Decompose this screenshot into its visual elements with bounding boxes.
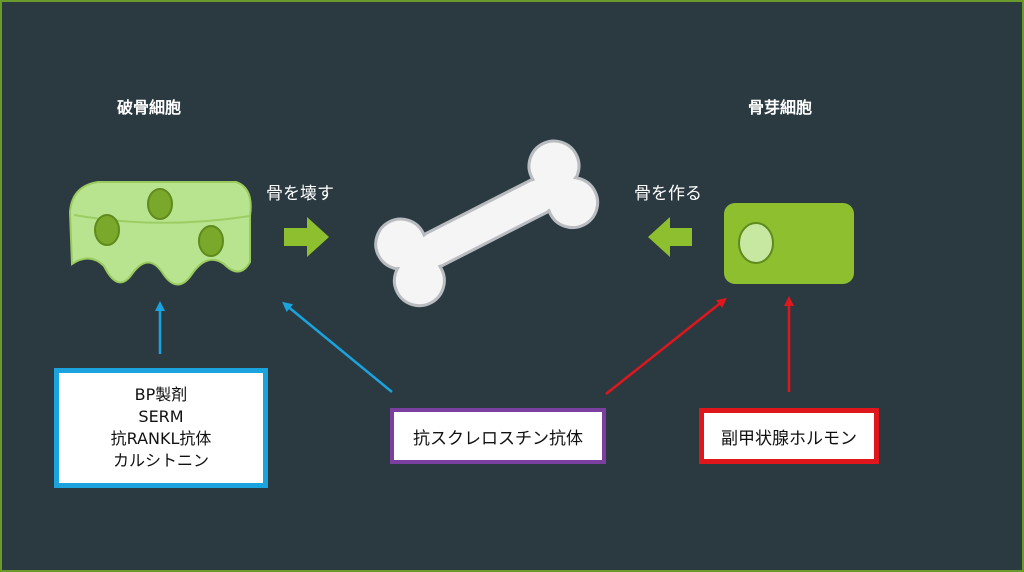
- anti-sclerostin-label: 抗スクレロスチン抗体: [413, 428, 583, 449]
- osteoclast-cell: [68, 181, 252, 286]
- drug-bp: BP製剤: [134, 385, 188, 404]
- osteoclast-nucleus: [198, 225, 224, 257]
- drug-anti-rankl: 抗RANKL抗体: [110, 429, 212, 448]
- break-arrow: [284, 217, 329, 257]
- make-arrow: [648, 217, 692, 257]
- make-bone-label: 骨を作る: [634, 184, 702, 204]
- pth-box: 副甲状腺ホルモン: [699, 408, 879, 464]
- inhibitor-drugs-box: BP製剤 SERM 抗RANKL抗体 カルシトニン: [54, 368, 268, 488]
- sclerostin-to-osteoclast-arrow: [282, 301, 393, 393]
- osteoblast-nucleus: [738, 222, 774, 264]
- break-bone-label: 骨を壊す: [266, 184, 334, 204]
- drug-calcitonin: カルシトニン: [112, 451, 209, 470]
- pth-label: 副甲状腺ホルモン: [721, 428, 857, 449]
- drug-serm: SERM: [138, 407, 184, 426]
- anti-sclerostin-box: 抗スクレロスチン抗体: [390, 408, 606, 464]
- osteoclast-label: 破骨細胞: [117, 98, 182, 117]
- osteoclast-nucleus: [94, 214, 120, 246]
- bone-illustration: [374, 139, 600, 308]
- sclerostin-to-osteoblast-arrow: [605, 297, 727, 395]
- osteoblast-label: 骨芽細胞: [748, 98, 813, 117]
- osteoclast-nucleus: [147, 188, 173, 220]
- osteoblast-cell: [724, 203, 854, 284]
